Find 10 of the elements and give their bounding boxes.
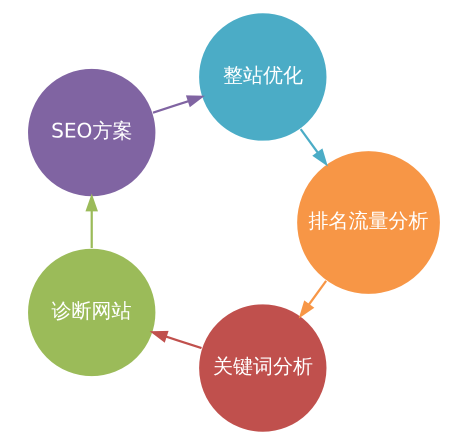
node-circle: 排名流量分析 <box>296 150 441 295</box>
arrow <box>299 128 328 167</box>
arrow <box>84 193 98 248</box>
arrow <box>298 280 327 319</box>
arrow <box>149 330 202 350</box>
node-circle: 关键词分析 <box>197 303 328 433</box>
node-circle: SEO方案 <box>26 68 156 198</box>
arrow <box>152 95 204 114</box>
node-circle: 整站优化 <box>197 12 328 142</box>
node-circle: 诊断网站 <box>26 248 156 378</box>
